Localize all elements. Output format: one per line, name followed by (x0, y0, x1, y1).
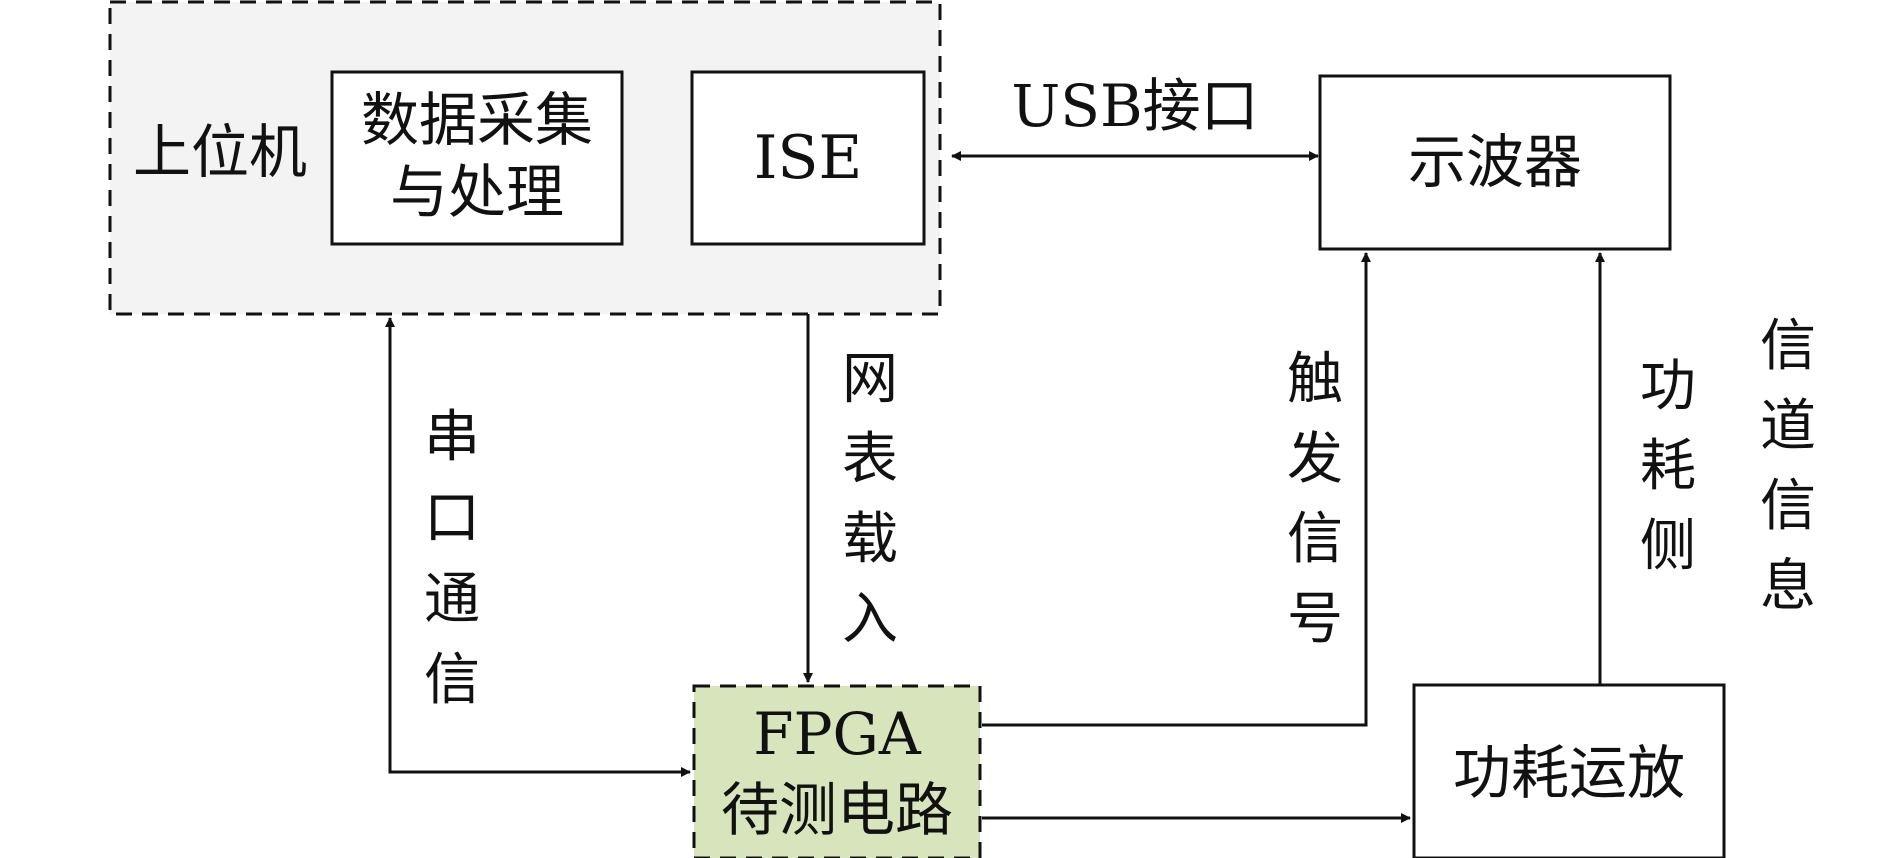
data-acquisition-label-line1: 数据采集 (361, 86, 593, 154)
side-channel-label-col2-char-1: 信 (1760, 314, 1816, 379)
side-channel-label-col1-char-1: 功 (1640, 354, 1696, 419)
power-amplifier-box (1412, 683, 1726, 858)
host-computer-label: 上位机 (133, 118, 307, 186)
serial-communication-arrow (385, 317, 691, 777)
netlist-label-char-3: 载 (842, 507, 898, 572)
trigger-label-char-2: 发 (1287, 427, 1343, 492)
side-channel-label-col1-char-3: 侧 (1640, 514, 1696, 579)
data-acquisition-box (330, 70, 624, 246)
side-channel-label-col2-char-3: 信 (1760, 474, 1816, 539)
netlist-label-char-4: 入 (842, 587, 898, 652)
side-channel-label-col2-char-2: 道 (1760, 394, 1816, 459)
ise-label: ISE (754, 123, 863, 193)
side-channel-label-col1-char-2: 耗 (1640, 434, 1696, 499)
side-channel-label-col2-char-4: 息 (1760, 554, 1816, 619)
serial-label-char-1: 串 (424, 405, 480, 470)
power-amplifier-label: 功耗运放 (1453, 739, 1685, 807)
usb-interface-label: USB接口 (1011, 72, 1258, 140)
fpga-label-line1: FPGA (753, 700, 922, 768)
fpga-circuit-box (692, 684, 982, 858)
oscilloscope-box (1318, 74, 1672, 251)
trigger-label-char-4: 号 (1287, 587, 1343, 652)
trigger-label-char-3: 信 (1287, 507, 1343, 572)
fpga-label-line2: 待测电路 (721, 776, 953, 844)
ise-box (690, 70, 926, 246)
netlist-label-char-1: 网 (842, 347, 898, 412)
netlist-label-char-2: 表 (842, 427, 898, 492)
oscilloscope-label: 示波器 (1408, 128, 1582, 196)
trigger-signal-arrow (982, 252, 1371, 727)
trigger-label-char-1: 触 (1287, 347, 1343, 412)
serial-label-char-2: 口 (424, 486, 480, 551)
data-acquisition-label-line2: 与处理 (390, 158, 564, 226)
serial-label-char-3: 通 (424, 567, 480, 632)
serial-label-char-4: 信 (424, 648, 480, 713)
